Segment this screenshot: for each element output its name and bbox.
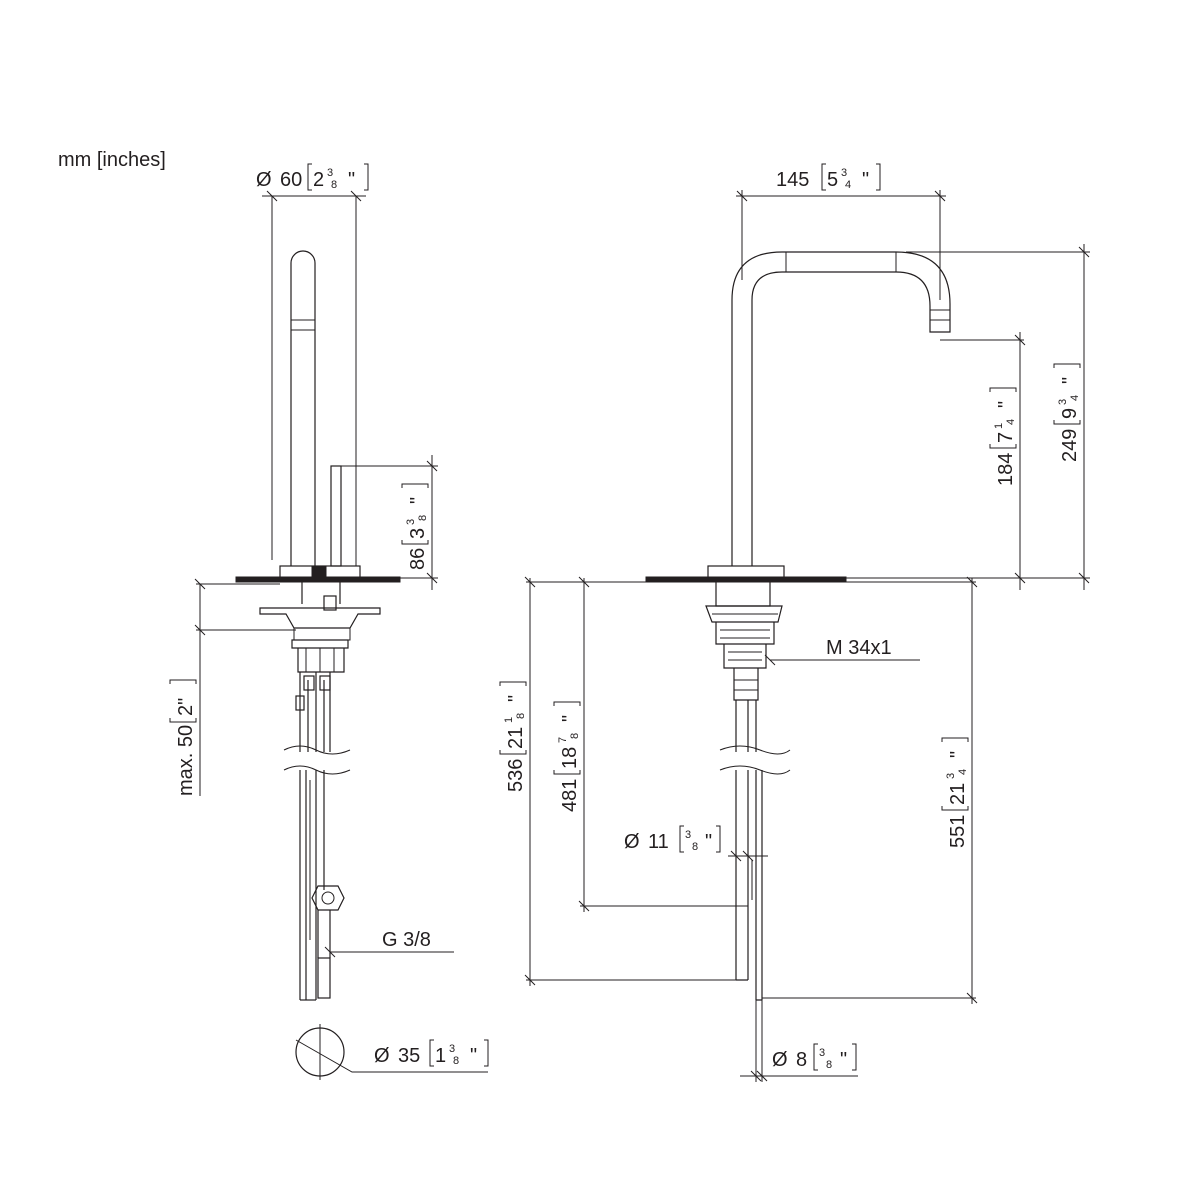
dim-d8: Ø 8 3 8 " bbox=[772, 1043, 857, 1071]
side-view bbox=[194, 190, 488, 1080]
dim-d11: Ø 11 3 8 " bbox=[624, 825, 721, 853]
dim-max50: max. 50 2" bbox=[169, 679, 197, 796]
svg-text:2: 2 bbox=[313, 169, 324, 191]
front-view bbox=[524, 190, 1090, 1082]
dim-d35: Ø 35 1 3 8 " bbox=[374, 1039, 489, 1067]
svg-text:max. 50: max. 50 bbox=[175, 725, 197, 796]
svg-text:18: 18 bbox=[559, 747, 581, 769]
svg-text:": " bbox=[470, 1045, 477, 1067]
svg-text:35: 35 bbox=[398, 1045, 420, 1067]
svg-text:536: 536 bbox=[505, 759, 527, 792]
svg-text:4: 4 bbox=[957, 769, 969, 775]
svg-text:8: 8 bbox=[331, 179, 337, 191]
svg-text:": " bbox=[862, 169, 869, 191]
dim-d60: Ø 60 2 3 8 " bbox=[256, 163, 369, 191]
svg-text:3: 3 bbox=[1057, 399, 1069, 405]
svg-text:": " bbox=[1059, 377, 1081, 384]
dim-86: 86 3 3 8 " bbox=[401, 483, 429, 570]
svg-text:86: 86 bbox=[407, 548, 429, 570]
svg-text:Ø: Ø bbox=[772, 1049, 788, 1071]
svg-text:3: 3 bbox=[685, 829, 691, 841]
dim-551: 551 21 3 4 " bbox=[941, 737, 969, 848]
svg-text:7: 7 bbox=[557, 737, 569, 743]
svg-text:3: 3 bbox=[945, 773, 957, 779]
svg-text:9: 9 bbox=[1059, 408, 1081, 419]
svg-text:4: 4 bbox=[845, 179, 851, 191]
svg-text:7: 7 bbox=[995, 432, 1017, 443]
svg-text:8: 8 bbox=[453, 1055, 459, 1067]
svg-text:": " bbox=[348, 169, 355, 191]
svg-text:3: 3 bbox=[327, 167, 333, 179]
svg-text:551: 551 bbox=[947, 815, 969, 848]
svg-text:": " bbox=[995, 401, 1017, 408]
dim-184: 184 7 1 4 " bbox=[989, 387, 1017, 486]
svg-text:8: 8 bbox=[417, 515, 429, 521]
svg-text:184: 184 bbox=[995, 453, 1017, 486]
svg-text:8: 8 bbox=[826, 1059, 832, 1071]
dim-481: 481 18 7 8 " bbox=[553, 701, 581, 812]
svg-text:3: 3 bbox=[449, 1043, 455, 1055]
dim-145: 145 5 3 4 " bbox=[776, 163, 881, 191]
thread-m34: M 34x1 bbox=[826, 637, 892, 659]
svg-text:1: 1 bbox=[503, 717, 515, 723]
svg-text:21: 21 bbox=[505, 727, 527, 749]
svg-text:1: 1 bbox=[993, 423, 1005, 429]
svg-text:": " bbox=[559, 715, 581, 722]
svg-text:": " bbox=[705, 831, 712, 853]
svg-text:3: 3 bbox=[407, 528, 429, 539]
svg-text:": " bbox=[840, 1049, 847, 1071]
svg-text:4: 4 bbox=[1005, 419, 1017, 425]
svg-text:60: 60 bbox=[280, 169, 302, 191]
svg-text:4: 4 bbox=[1069, 395, 1081, 401]
svg-text:": " bbox=[505, 695, 527, 702]
svg-text:Ø: Ø bbox=[256, 169, 272, 191]
svg-text:249: 249 bbox=[1059, 429, 1081, 462]
svg-text:3: 3 bbox=[819, 1047, 825, 1059]
svg-text:1: 1 bbox=[435, 1045, 446, 1067]
dim-249: 249 9 3 4 " bbox=[1053, 363, 1081, 462]
svg-text:8: 8 bbox=[796, 1049, 807, 1071]
svg-text:Ø: Ø bbox=[624, 831, 640, 853]
units-note: mm [inches] bbox=[58, 149, 166, 171]
svg-text:145: 145 bbox=[776, 169, 809, 191]
svg-text:8: 8 bbox=[569, 733, 581, 739]
svg-text:481: 481 bbox=[559, 779, 581, 812]
svg-text:5: 5 bbox=[827, 169, 838, 191]
svg-text:3: 3 bbox=[405, 519, 417, 525]
thread-g38: G 3/8 bbox=[382, 929, 431, 951]
svg-text:3: 3 bbox=[841, 167, 847, 179]
svg-text:": " bbox=[947, 751, 969, 758]
svg-text:2": 2" bbox=[175, 698, 197, 716]
svg-text:21: 21 bbox=[947, 783, 969, 805]
svg-text:": " bbox=[407, 497, 429, 504]
svg-text:11: 11 bbox=[648, 831, 669, 853]
svg-text:8: 8 bbox=[692, 841, 698, 853]
svg-text:Ø: Ø bbox=[374, 1045, 390, 1067]
dim-536: 536 21 1 8 " bbox=[499, 681, 527, 792]
svg-text:8: 8 bbox=[515, 713, 527, 719]
